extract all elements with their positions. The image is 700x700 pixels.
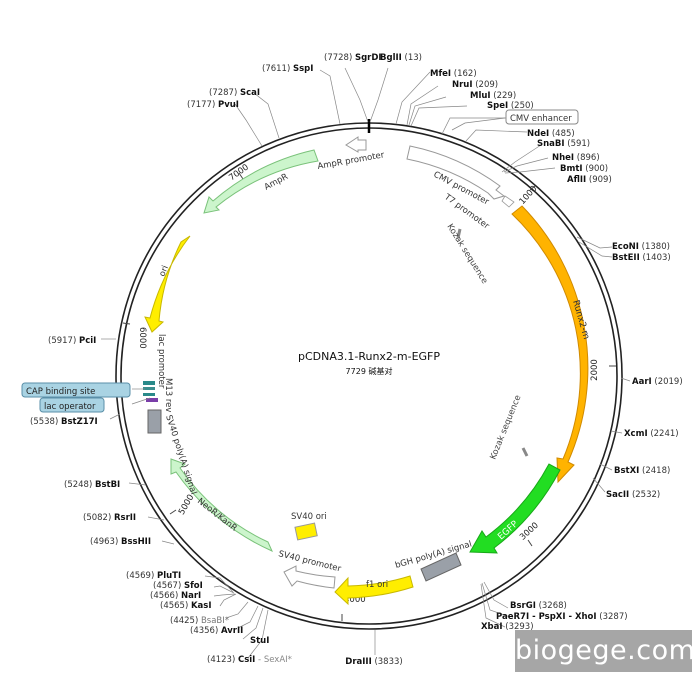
lac-operator-mark-a <box>143 393 155 396</box>
tick-label-4000: 4000 <box>344 595 366 605</box>
kozak-sequence-1-mark <box>456 228 462 239</box>
site-pvui: (7177) PvuI <box>187 100 239 110</box>
site-aari: AarI (2019) <box>632 377 683 387</box>
site-bsteii: BstEII (1403) <box>612 253 671 263</box>
kozak-sequence-2-label: Kozak sequence <box>489 394 524 461</box>
lac-operator-mark-b <box>146 398 158 402</box>
backbone-outer-ring <box>115 122 623 630</box>
site-rsrii: (5082) RsrII <box>83 513 136 523</box>
plasmid-size: 7729 碱基对 <box>346 366 393 376</box>
site-bmti: BmtI (900) <box>560 164 608 174</box>
site-ndei: NdeI (485) <box>527 129 575 139</box>
sv40-promoter-arrow <box>283 565 336 589</box>
site-aflii: AflII (909) <box>567 175 612 185</box>
lac-promoter-label: lac promoter <box>156 334 166 389</box>
sv40-ori-box <box>294 522 318 541</box>
site-nhei: NheI (896) <box>552 153 600 163</box>
site-snabi: SnaBI (591) <box>537 139 590 149</box>
cap-binding-site-mark <box>143 387 155 390</box>
site-nari: (4566) NarI <box>150 591 201 601</box>
m13-rev-mark <box>143 381 155 385</box>
tick-label-1000: 1000 <box>518 184 540 207</box>
sv40-polya-signal-box <box>147 409 162 434</box>
site-bglii: BglII (13) <box>380 53 422 63</box>
cmv-enhancer-leader <box>451 117 506 131</box>
site-pluti: (4569) PluTI <box>126 571 181 581</box>
m13-rev-label: M13 rev <box>163 378 173 412</box>
site-bstz17i: (5538) BstZ17I <box>30 417 98 427</box>
sv40-polya-signal-label: SV40 poly(A) signal <box>163 414 198 496</box>
site-mlui: MluI (229) <box>470 91 516 101</box>
kozak-sequence-1-label: Kozak sequence <box>444 222 489 285</box>
ampr-arrow <box>203 149 319 214</box>
backbone-inner-ring <box>120 127 618 625</box>
cmv-enhancer-label: CMV enhancer <box>510 114 572 124</box>
site-scai: (7287) ScaI <box>209 88 260 98</box>
f1-ori-arrow <box>334 575 414 606</box>
site-sgrdi: (7728) SgrDI <box>324 53 382 63</box>
site-xbai: XbaI (3293) <box>481 622 534 632</box>
runx2-m-arrow <box>511 205 589 484</box>
ori-label: ori <box>158 264 171 278</box>
site-mfei: MfeI (162) <box>430 69 477 79</box>
site-sspi: (7611) SspI <box>262 64 313 74</box>
site-nrui: NruI (209) <box>452 80 498 90</box>
cap-binding-site-box <box>21 382 131 398</box>
cap-binding-site-label: CAP binding site <box>26 387 95 397</box>
site-bsabi: (4425) BsaBI* <box>170 616 229 626</box>
t7-promoter-arrow <box>501 195 515 208</box>
bgh-polya-signal-box <box>420 552 462 582</box>
site-bstbi: (5248) BstBI <box>64 480 120 490</box>
site-bstxi: BstXI (2418) <box>614 466 670 476</box>
site-sfoi: (4567) SfoI <box>153 581 203 591</box>
cmv-promoter-arrow <box>406 145 506 200</box>
site-draiii: DraIII (3833) <box>345 657 402 667</box>
site-bsrgi: BsrGI (3268) <box>510 601 567 611</box>
site-stui: StuI <box>250 636 269 646</box>
lac-operator-box <box>39 397 105 413</box>
sv40-ori-label: SV40 ori <box>291 512 327 522</box>
ring-ticks <box>122 172 616 621</box>
runx2-m-label: Runx2-m <box>570 299 591 341</box>
egfp-arrow <box>469 463 561 554</box>
site-sacii: SacII (2532) <box>606 490 660 500</box>
tick-label-2000: 2000 <box>590 359 600 381</box>
tick-label-6000: 6000 <box>137 327 147 349</box>
site-spei: SpeI (250) <box>487 101 534 111</box>
site-bsshii: (4963) BssHII <box>90 537 151 547</box>
tick-label-5000: 5000 <box>177 493 196 517</box>
cmv-enhancer-box <box>505 109 579 125</box>
plasmid-name: pCDNA3.1-Runx2-m-EGFP <box>298 350 440 363</box>
ampr-promoter-label: AmpR promoter <box>317 150 386 172</box>
neor-kanr-label: NeoR/KanR <box>195 496 239 533</box>
site-paer7i-pspxi-xhoi: PaeR7I - PspXI - XhoI (3287) <box>496 612 628 622</box>
ampr-promoter-arrow <box>345 136 367 153</box>
site-kasi: (4565) KasI <box>160 601 212 611</box>
ori-arrow <box>144 235 191 333</box>
watermark: biogege.com <box>515 630 695 672</box>
site-xcmi: XcmI (2241) <box>624 429 679 439</box>
f1-ori-label: f1 ori <box>366 580 388 590</box>
neor-kanr-arrow <box>170 458 273 552</box>
site-pcii: (5917) PciI <box>48 336 96 346</box>
site-avrii: (4356) AvrII <box>190 626 243 636</box>
kozak-sequence-2-mark <box>521 447 529 457</box>
site-leader-lines <box>101 67 631 659</box>
site-econi: EcoNI (1380) <box>612 242 670 252</box>
site-csii-sexai: (4123) CsiI - SexAI* <box>207 655 292 665</box>
lac-operator-label: lac operator <box>44 402 96 412</box>
